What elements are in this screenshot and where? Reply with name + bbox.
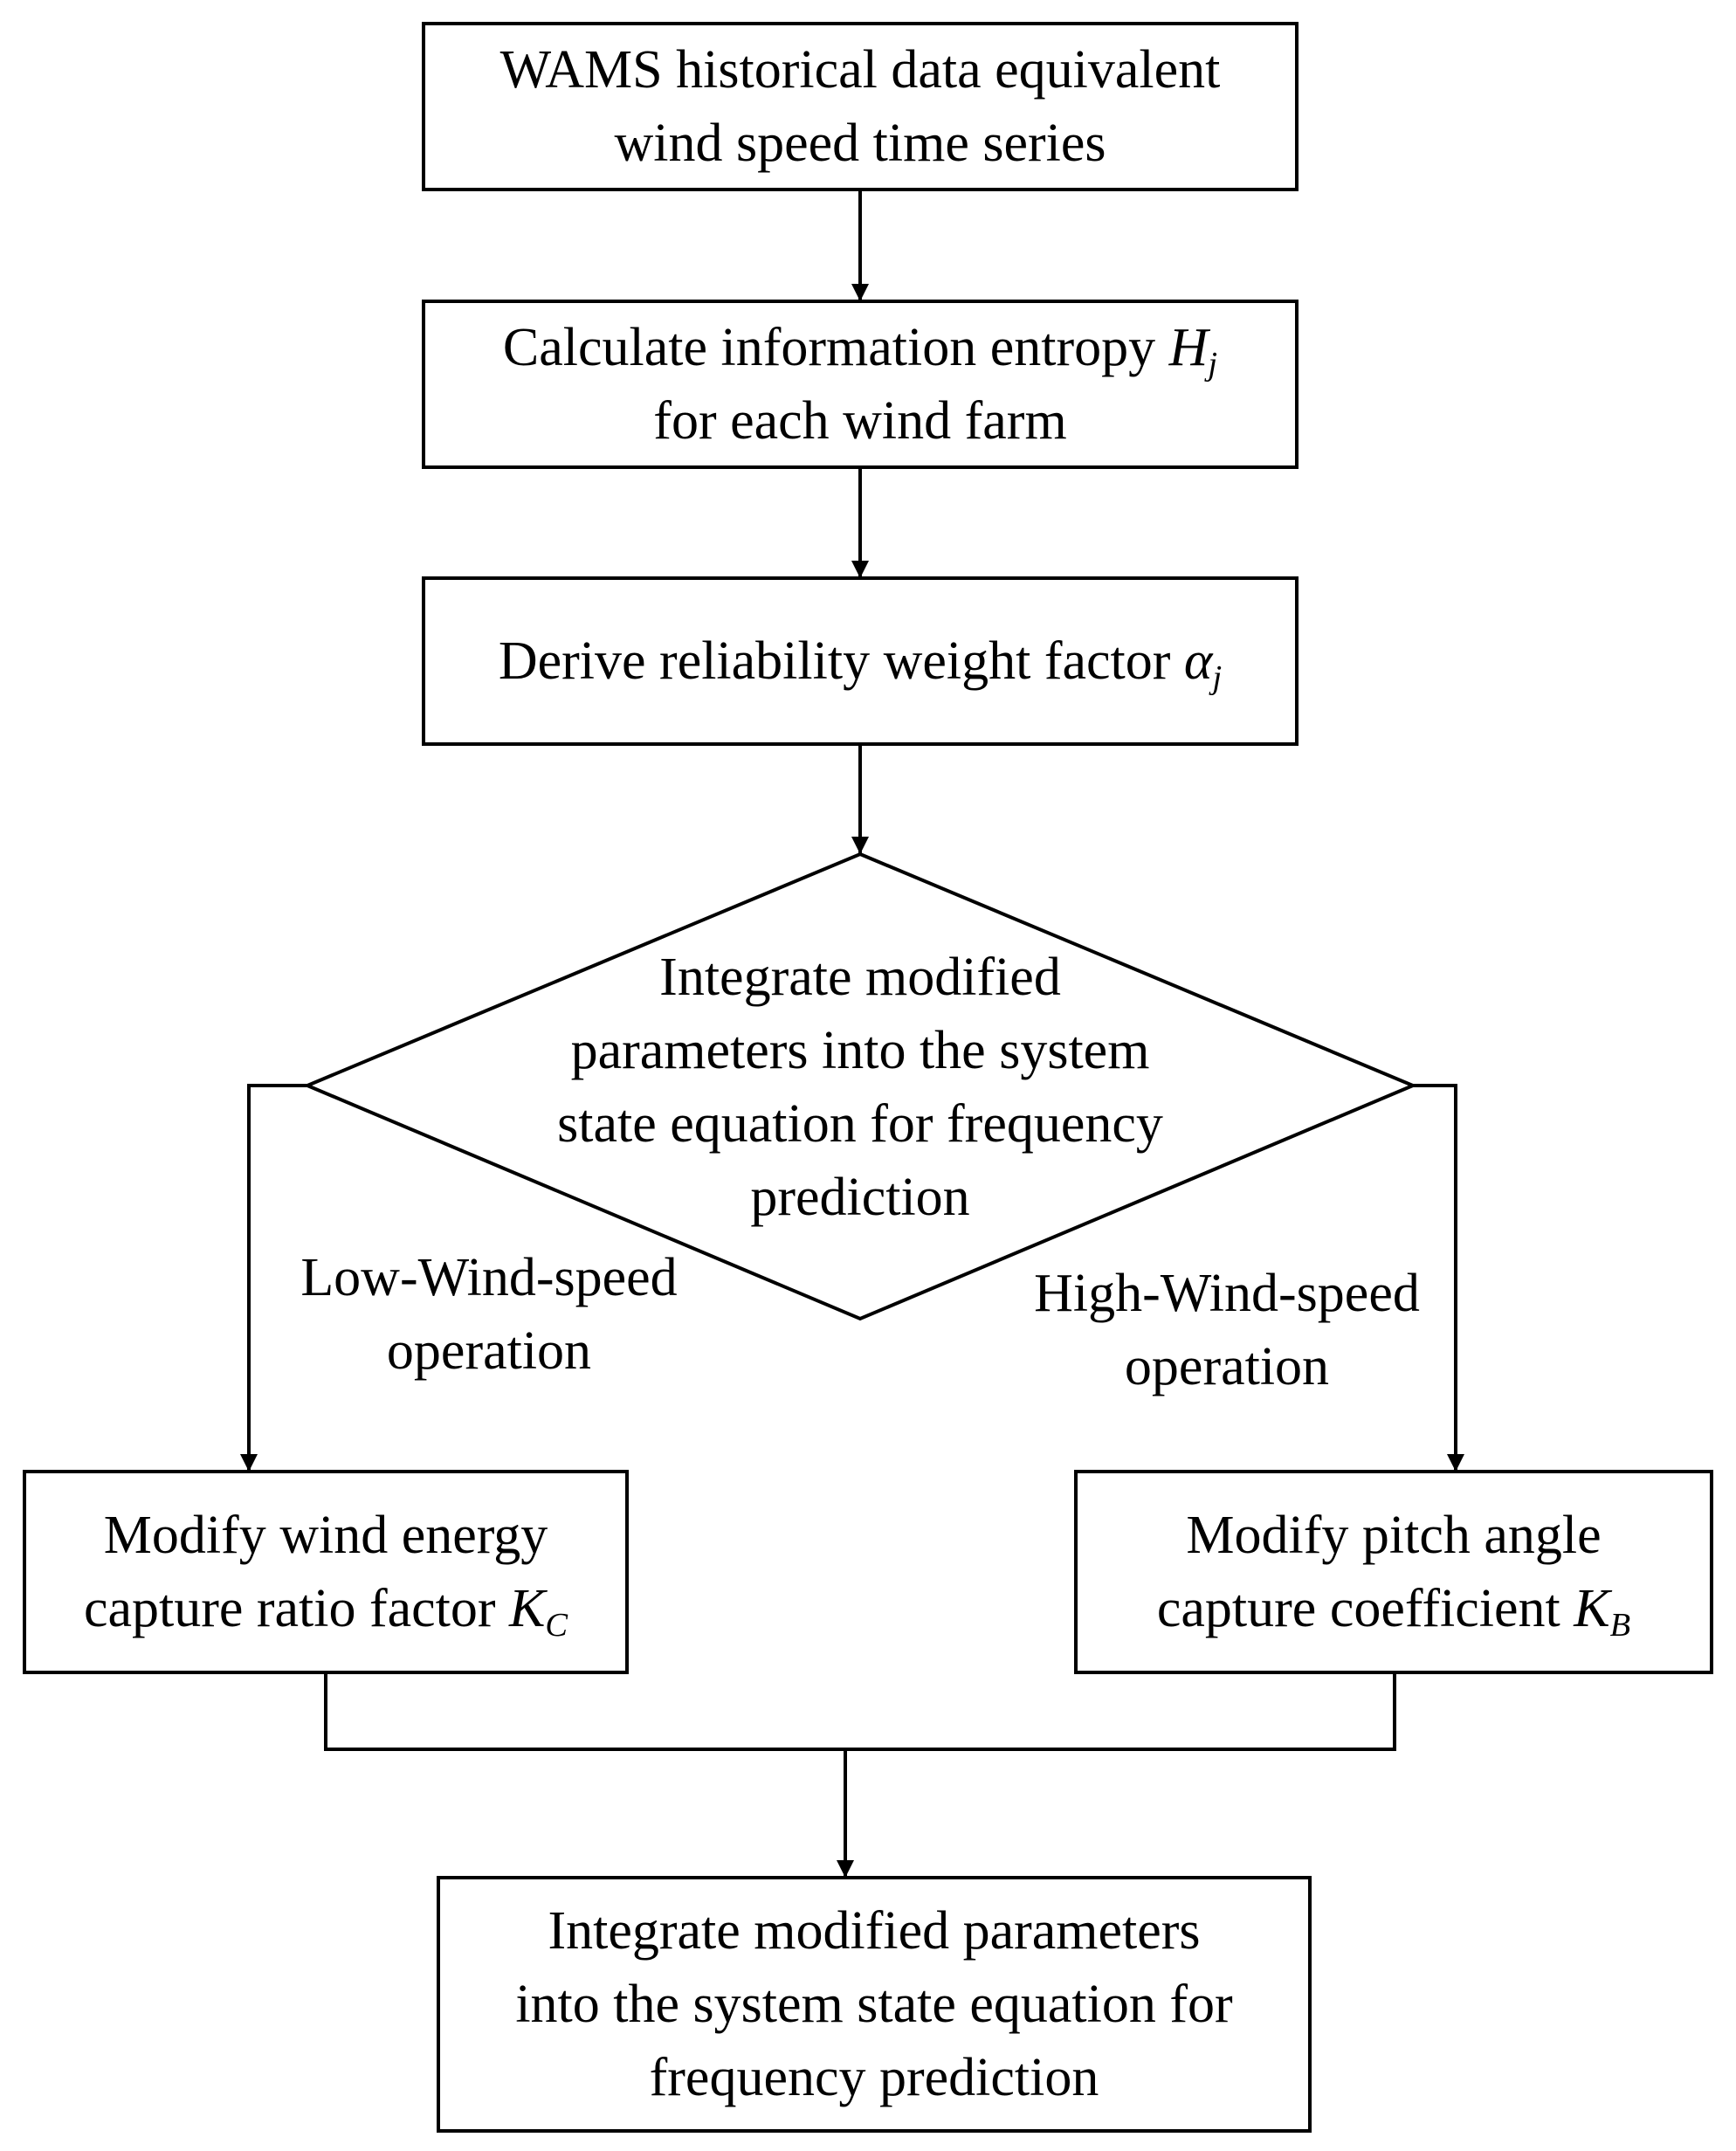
high-box-line-2: capture coefficient KB xyxy=(1156,1579,1631,1644)
decision-line-1: Integrate modified xyxy=(659,948,1061,1007)
merge-connector xyxy=(324,1672,1396,1751)
entropy-line-1: Calculate information entropy Hj xyxy=(502,318,1218,383)
low-wind-branch-label: Low-Wind-speed operation xyxy=(253,1240,725,1389)
weight-factor-label: Derive reliability weight factor αj xyxy=(424,578,1297,744)
final-prediction-box xyxy=(437,1876,1312,2133)
final-line-1: Integrate modified parameters xyxy=(548,1901,1201,1961)
wams-line-2: wind speed time series xyxy=(614,114,1106,173)
low-box-line-2: capture ratio factor KC xyxy=(83,1579,568,1644)
wams-data-label: WAMS historical data equivalent wind spe… xyxy=(424,24,1297,190)
final-line-3: frequency prediction xyxy=(649,2048,1099,2107)
low-branch-line-2: operation xyxy=(386,1321,592,1381)
decision-line-3: state equation for frequency xyxy=(557,1094,1163,1154)
decision-line-2: parameters into the system xyxy=(570,1021,1150,1080)
weight-line-1: Derive reliability weight factor αj xyxy=(498,631,1223,696)
decision-label: Integrate modified parameters into the s… xyxy=(437,939,1284,1236)
high-wind-box-label: Modify pitch angle capture coefficient K… xyxy=(1076,1472,1712,1672)
final-line-2: into the system state equation for xyxy=(515,1975,1233,2034)
low-branch-line-1: Low-Wind-speed xyxy=(300,1248,678,1307)
wams-line-1: WAMS historical data equivalent xyxy=(499,40,1221,100)
entropy-line-2: for each wind farm xyxy=(653,391,1067,451)
decision-line-4: prediction xyxy=(750,1168,970,1227)
high-branch-line-1: High-Wind-speed xyxy=(1034,1264,1420,1323)
high-branch-line-2: operation xyxy=(1124,1337,1330,1396)
high-wind-branch-label: High-Wind-speed operation xyxy=(1000,1256,1454,1404)
entropy-label: Calculate information entropy Hj for eac… xyxy=(424,301,1297,467)
decision-diamond xyxy=(302,851,1418,1321)
arrow-decision-to-high xyxy=(1413,1084,1464,1472)
low-wind-box-label: Modify wind energy capture ratio factor … xyxy=(24,1472,627,1672)
high-box-line-1: Modify pitch angle xyxy=(1186,1506,1602,1565)
arrow-decision-to-low xyxy=(240,1084,307,1472)
final-prediction-label: Integrate modified parameters into the s… xyxy=(438,1878,1310,2131)
low-box-line-1: Modify wind energy xyxy=(103,1506,548,1565)
